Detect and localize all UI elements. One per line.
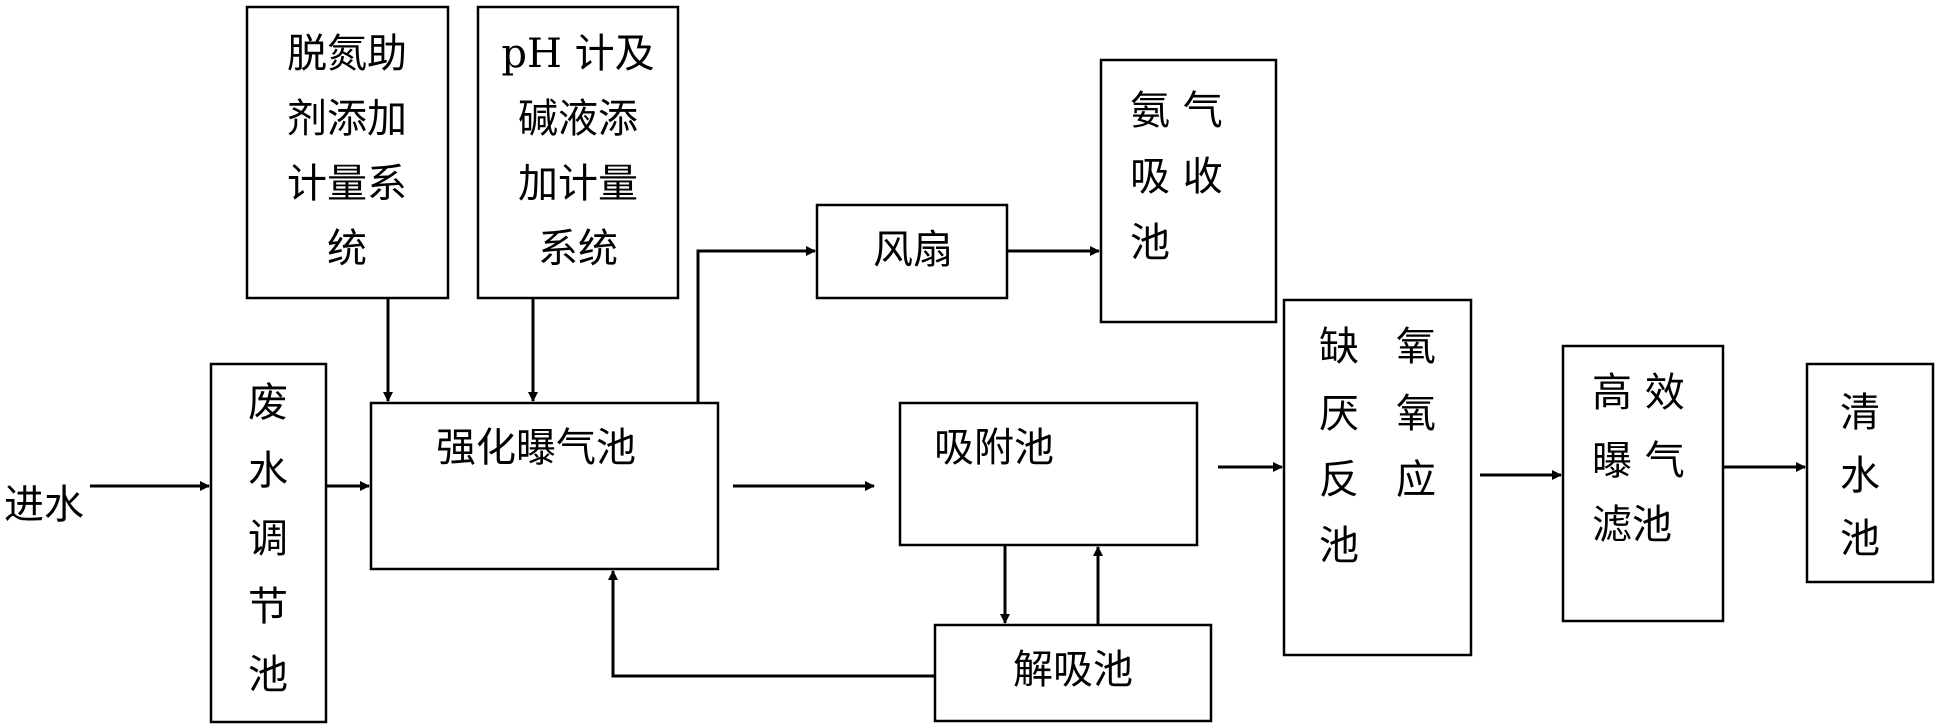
- baf-line-1: 高 效: [1592, 370, 1685, 416]
- ph-alkali-dosing-box: pH 计及 碱液添 加计量 系统: [476, 5, 680, 300]
- ammonia-absorption-box: 氨 气 吸 收 池: [1099, 58, 1278, 324]
- arrow-desorption-return-to-aeration: [608, 570, 935, 678]
- anoxic-anaerobic-right-1: 氧: [1396, 324, 1436, 370]
- denitrogen-dosing-line-3: 计量系: [287, 161, 407, 207]
- denitrogen-dosing-line-1: 脱氮助: [287, 31, 407, 77]
- baf-box: 高 效 曝 气 滤池: [1561, 344, 1725, 623]
- arrow-aeration-to-fan: [696, 246, 816, 403]
- regulating-tank-char-3: 调: [248, 516, 288, 562]
- fan-box: 风扇: [815, 203, 1009, 300]
- regulating-tank-char-5: 池: [248, 652, 288, 698]
- aeration-tank-label: 强化曝气池: [436, 425, 636, 471]
- ph-alkali-dosing-line-4: 系统: [538, 226, 618, 272]
- baf-line-2: 曝 气: [1592, 438, 1685, 484]
- desorption-tank-box: 解吸池: [933, 623, 1213, 723]
- ammonia-absorption-line-3: 池: [1130, 220, 1170, 266]
- aeration-tank-box: 强化曝气池: [369, 401, 720, 571]
- adsorption-tank-box: 吸附池: [898, 401, 1199, 547]
- ph-alkali-dosing-line-2: 碱液添: [518, 96, 638, 142]
- clear-water-char-2: 水: [1840, 453, 1880, 499]
- denitrogen-dosing-line-2: 剂添加: [287, 96, 407, 142]
- regulating-tank-char-2: 水: [248, 448, 288, 494]
- fan-label: 风扇: [873, 227, 953, 273]
- ammonia-absorption-line-1: 氨 气: [1130, 88, 1223, 134]
- regulating-tank-char-4: 节: [248, 584, 288, 630]
- regulating-tank-box: 废 水 调 节 池: [209, 362, 328, 724]
- ph-alkali-dosing-line-1: pH 计及: [501, 31, 654, 77]
- clear-water-char-1: 清: [1840, 390, 1880, 436]
- denitrogen-dosing-box: 脱氮助 剂添加 计量系 统: [245, 5, 450, 300]
- ph-alkali-dosing-line-3: 加计量: [518, 161, 638, 207]
- denitrogen-dosing-line-4: 统: [327, 226, 367, 272]
- baf-line-3: 滤池: [1592, 502, 1672, 548]
- anoxic-anaerobic-right-3: 应: [1396, 457, 1436, 503]
- anoxic-anaerobic-tank-box: 缺 厌 反 池 氧 氧 应: [1282, 298, 1473, 657]
- anoxic-anaerobic-left-2: 厌: [1319, 391, 1359, 437]
- anoxic-anaerobic-left-4: 池: [1319, 523, 1359, 569]
- anoxic-anaerobic-left-3: 反: [1319, 457, 1359, 503]
- desorption-tank-label: 解吸池: [1013, 647, 1133, 693]
- connectors: [90, 246, 1806, 678]
- inlet-label: 进水: [4, 482, 84, 528]
- clear-water-char-3: 池: [1840, 516, 1880, 562]
- clear-water-tank-box: 清 水 池: [1805, 362, 1935, 584]
- anoxic-anaerobic-right-2: 氧: [1396, 391, 1436, 437]
- regulating-tank-char-1: 废: [248, 380, 288, 426]
- adsorption-tank-label: 吸附池: [934, 425, 1054, 471]
- anoxic-anaerobic-left-1: 缺: [1319, 324, 1359, 370]
- ammonia-absorption-line-2: 吸 收: [1130, 154, 1223, 200]
